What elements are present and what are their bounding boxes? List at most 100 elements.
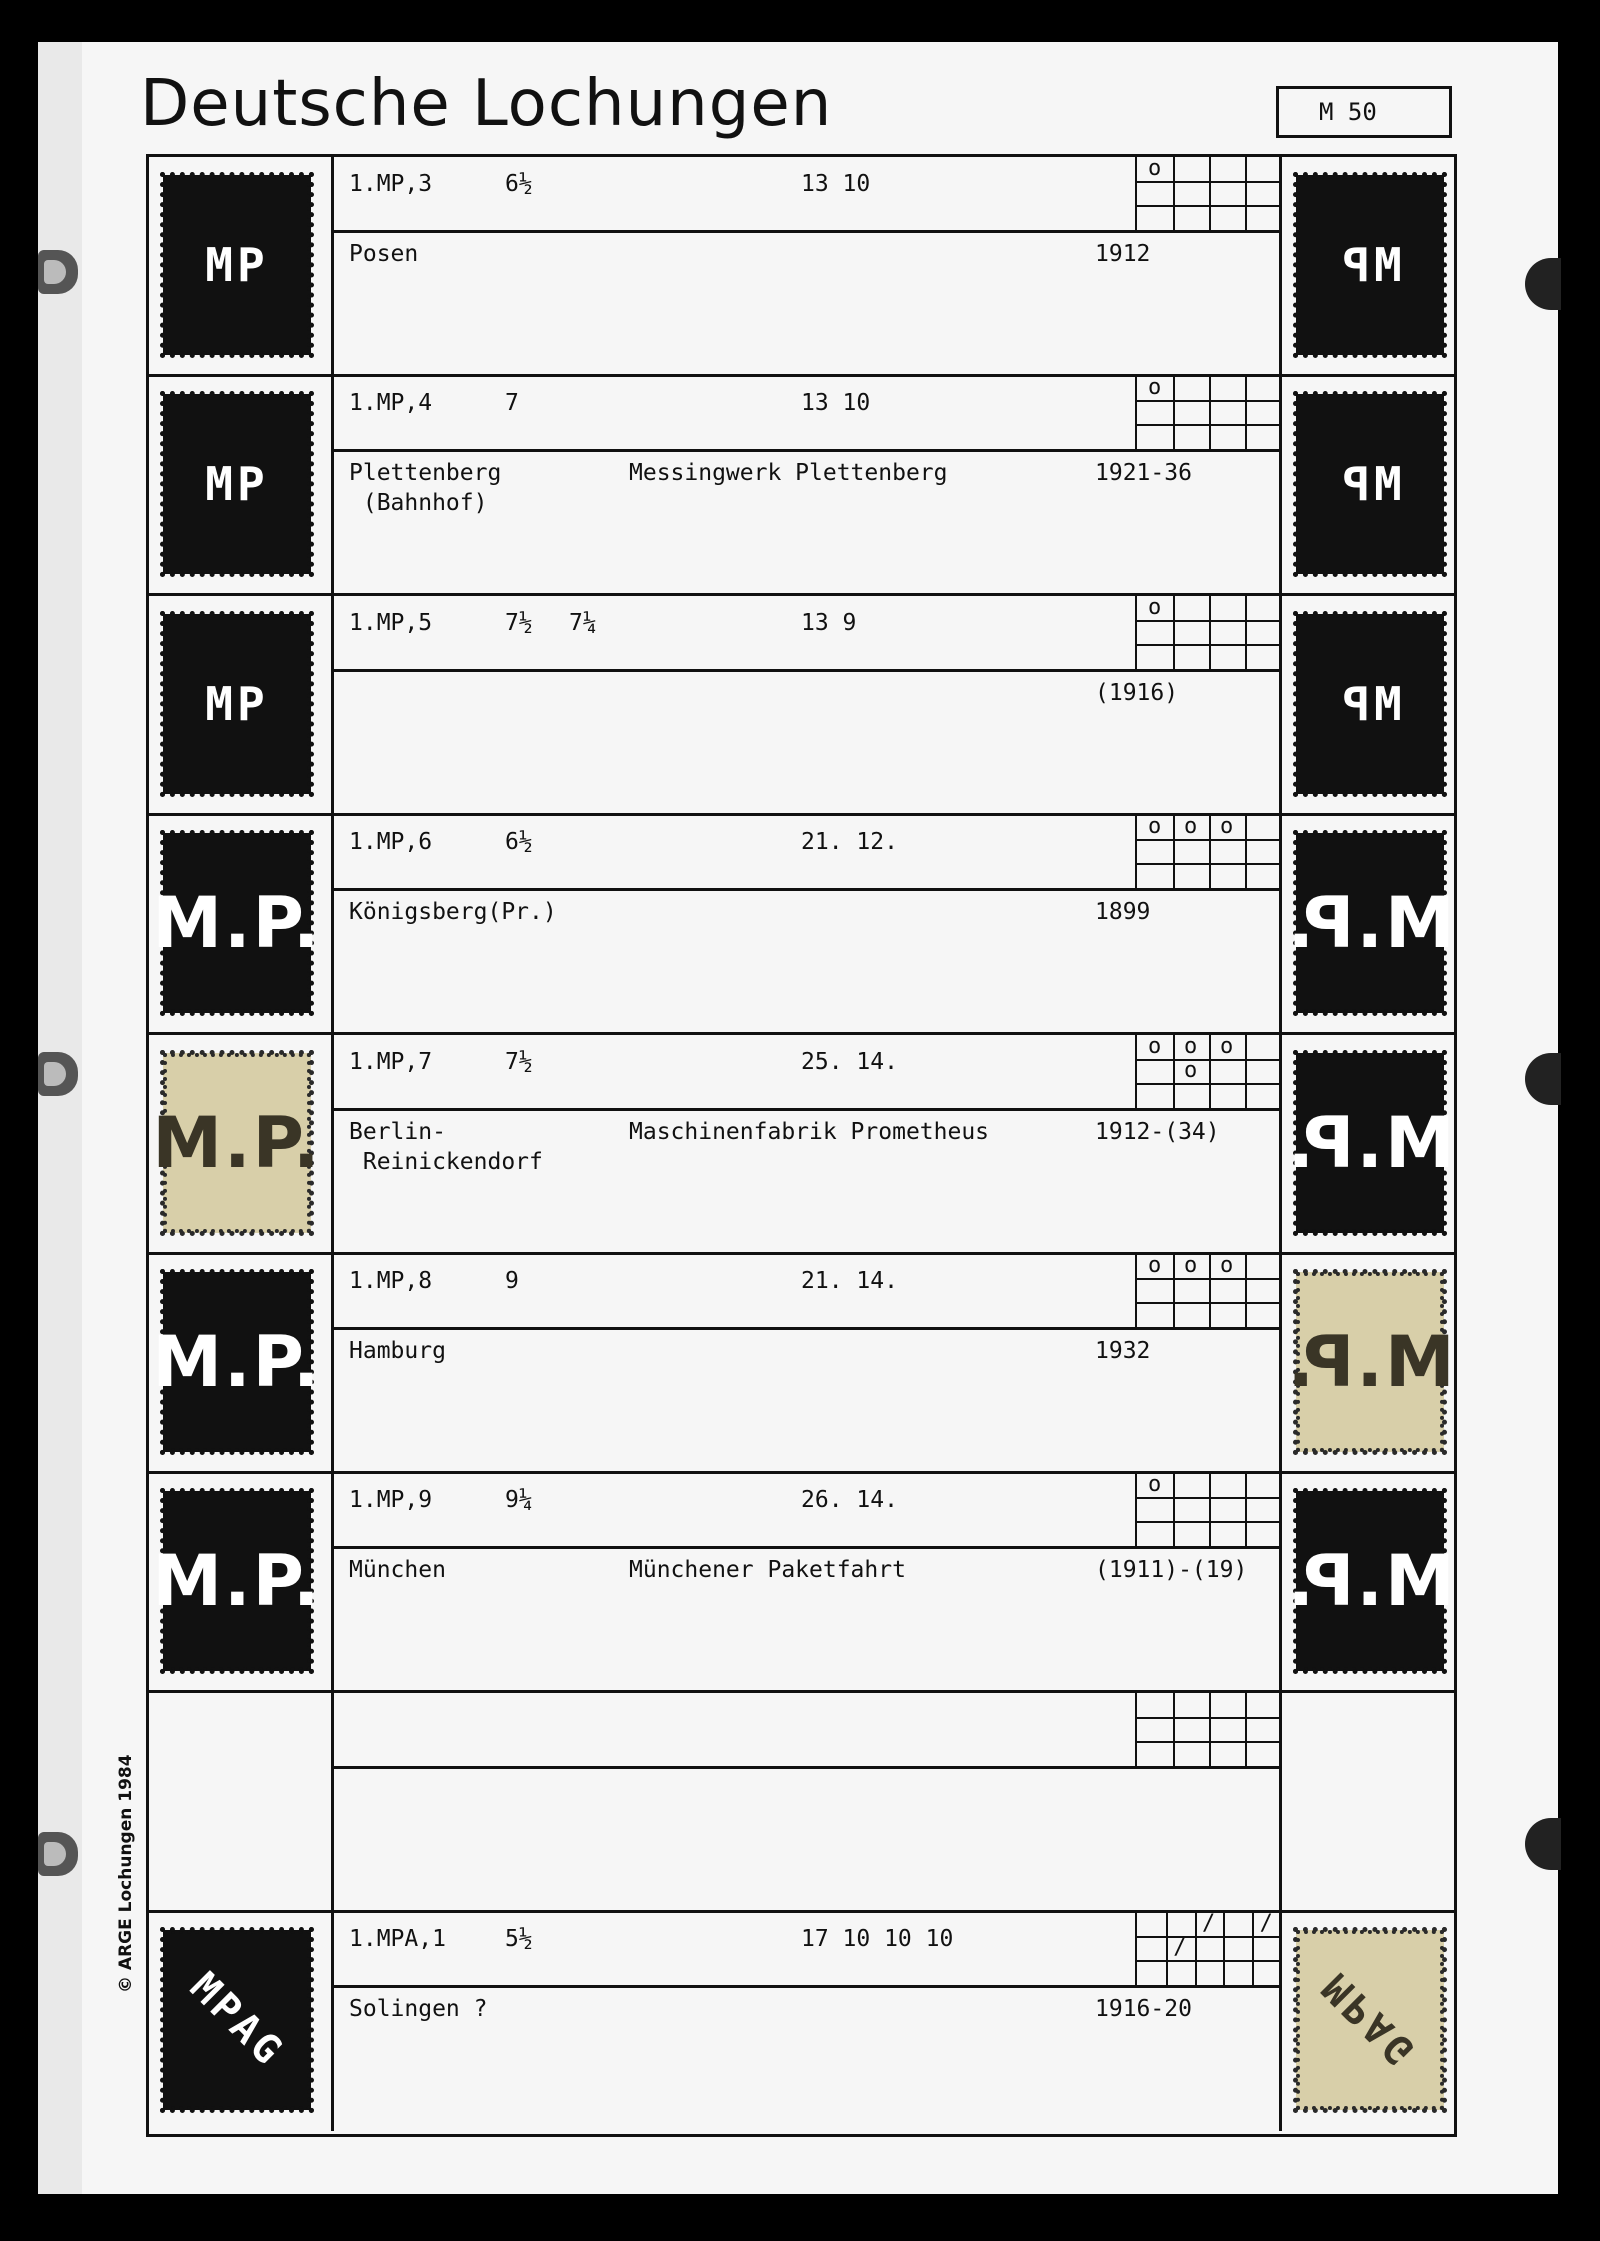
- right-stamp-cell: [1279, 1692, 1454, 1910]
- usage-years: 1932: [1095, 1338, 1151, 1364]
- user-company: Münchener Paketfahrt: [629, 1557, 906, 1584]
- perfin-size: 7½: [505, 1048, 533, 1075]
- hole-count: 26. 14.: [801, 1487, 898, 1514]
- perfin-size-alt: 7¼: [569, 609, 597, 636]
- grid-line: [1137, 1278, 1279, 1280]
- grid-mark: o: [1148, 1472, 1162, 1498]
- left-stamp-cell: [149, 1692, 334, 1910]
- hole-count: 17 10 10 10: [801, 1926, 954, 1953]
- row-divider: [334, 888, 1279, 892]
- grid-line: [1209, 1473, 1211, 1547]
- user-location: Plettenberg: [349, 460, 502, 487]
- grid-line: [1245, 376, 1247, 450]
- user-location: Königsberg(Pr.): [349, 899, 557, 926]
- grid-line: [1209, 1034, 1211, 1108]
- grid-line: [1137, 1058, 1279, 1061]
- grid-line: [1137, 205, 1279, 207]
- grid-mark: o: [1220, 1033, 1234, 1059]
- grid-mark: o: [1148, 375, 1162, 401]
- right-stamp-cell: MP: [1279, 595, 1454, 813]
- user-company: Maschinenfabrik Prometheus: [629, 1118, 990, 1145]
- row-divider: [334, 1327, 1279, 1330]
- usage-grid: o: [1135, 594, 1279, 669]
- perfin-stamp: MP: [160, 391, 314, 578]
- page-code: M 50: [1276, 86, 1452, 138]
- binder-ring: [38, 1052, 78, 1096]
- row-divider: [334, 230, 1279, 233]
- perfin-pattern: M.P.: [152, 1540, 322, 1623]
- perfin-pattern: M.P.: [1285, 882, 1455, 965]
- perfin-pattern: M.P.: [152, 1321, 322, 1403]
- copyright-notice: © ARGE Lochungen 1984: [116, 1754, 136, 1993]
- perfin-pattern: MP: [205, 238, 269, 292]
- left-stamp-cell: M.P.: [149, 815, 334, 1033]
- right-stamp-cell: MP: [1279, 157, 1454, 374]
- right-stamp-cell: MPAG: [1279, 1912, 1454, 2132]
- usage-grid: o: [1135, 1472, 1279, 1547]
- perfin-pattern: MP: [205, 676, 269, 731]
- grid-line: [1245, 815, 1247, 889]
- grid-mark: o: [1148, 1033, 1162, 1059]
- usage-years: (1911)-(19): [1095, 1557, 1248, 1584]
- grid-line: [1137, 400, 1279, 403]
- user-company: Messingwerk Plettenberg: [629, 460, 948, 487]
- grid-line: [1137, 839, 1279, 842]
- hole-count: 21. 14.: [801, 1268, 898, 1294]
- hole-count: 13 10: [801, 171, 871, 197]
- grid-line: [1137, 181, 1279, 183]
- grid-line: [1209, 815, 1211, 889]
- grid-line: [1245, 1692, 1247, 1766]
- usage-years: 1916-20: [1095, 1996, 1192, 2023]
- usage-years: 1912: [1095, 241, 1151, 267]
- punch-hole: [1525, 1818, 1561, 1870]
- grid-line: [1137, 1521, 1279, 1524]
- perfin-stamp: M.P.: [152, 1049, 320, 1236]
- row-divider: [334, 449, 1279, 453]
- grid-line: [1173, 1473, 1175, 1547]
- grid-line: [1137, 1936, 1279, 1939]
- grid-line: [1245, 1254, 1247, 1327]
- row-divider: [334, 1546, 1279, 1550]
- perfin-pattern: MP: [1338, 457, 1402, 512]
- user-location: Posen: [349, 241, 419, 267]
- perfin-pattern: M.P.: [152, 882, 322, 965]
- catalogue-number: 1.MP,4: [349, 390, 433, 417]
- left-stamp-cell: MP: [149, 157, 334, 374]
- row-divider: [334, 1985, 1279, 1989]
- grid-line: [1209, 1692, 1211, 1766]
- perfin-size: 9: [505, 1268, 519, 1294]
- row-divider: [334, 1765, 1279, 1769]
- grid-mark: o: [1148, 594, 1162, 620]
- usage-years: (1916): [1095, 679, 1179, 706]
- punch-hole: [1525, 1053, 1561, 1105]
- grid-line: [1252, 1912, 1255, 1986]
- left-stamp-cell: MP: [149, 376, 334, 594]
- perfin-stamp: M.P.: [1285, 1488, 1455, 1675]
- user-location-line2: Reinickendorf: [349, 1148, 543, 1175]
- perfin-stamp: MPAG: [160, 1927, 314, 2114]
- grid-mark: o: [1148, 1253, 1162, 1278]
- grid-mark: /: [1202, 1911, 1216, 1937]
- row-divider: [334, 1107, 1279, 1111]
- perfin-size: 5½: [505, 1926, 533, 1953]
- right-stamp-cell: M.P.: [1279, 815, 1455, 1033]
- left-stamp-cell: MPAG: [149, 1912, 334, 2132]
- grid-line: [1209, 376, 1211, 450]
- hole-count: 25. 14.: [801, 1048, 898, 1075]
- grid-line: [1173, 157, 1175, 230]
- grid-line: [1137, 1302, 1279, 1304]
- row-divider: [334, 668, 1279, 672]
- catalogue-number: 1.MP,3: [349, 171, 433, 197]
- grid-line: [1165, 1912, 1168, 1986]
- perfin-pattern: M.P.: [1285, 1321, 1455, 1403]
- grid-line: [1137, 1960, 1279, 1963]
- right-stamp-cell: M.P.: [1279, 1254, 1455, 1471]
- perfin-pattern: M.P.: [1285, 1101, 1455, 1184]
